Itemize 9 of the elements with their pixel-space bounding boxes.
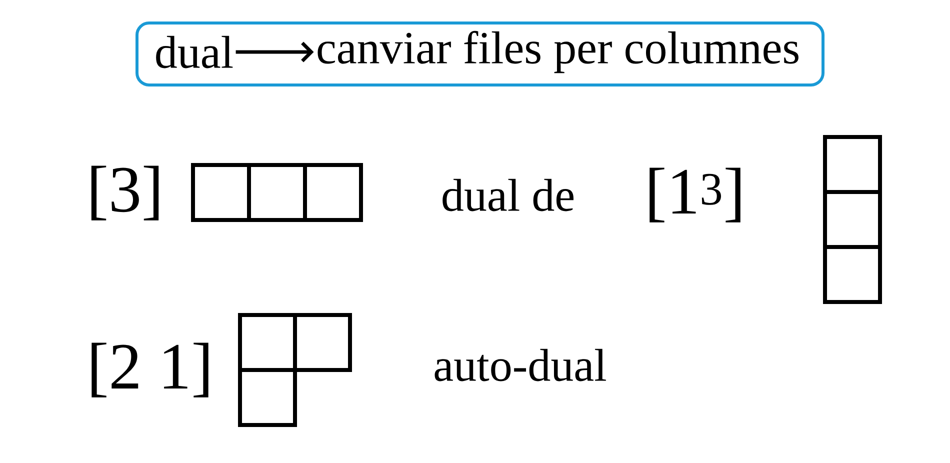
arrow [236,42,314,62]
title-text: canviar files per columnes [318,30,798,74]
partition-label: [2 1] [92,342,208,398]
relation-label: auto-dual [434,348,606,382]
title-text: dual [156,36,233,68]
partition-label: [3] [91,166,159,220]
title-box [136,22,825,86]
partition-label: [1$^{3}$] [650,168,740,222]
relation-label: dual de [442,178,574,212]
